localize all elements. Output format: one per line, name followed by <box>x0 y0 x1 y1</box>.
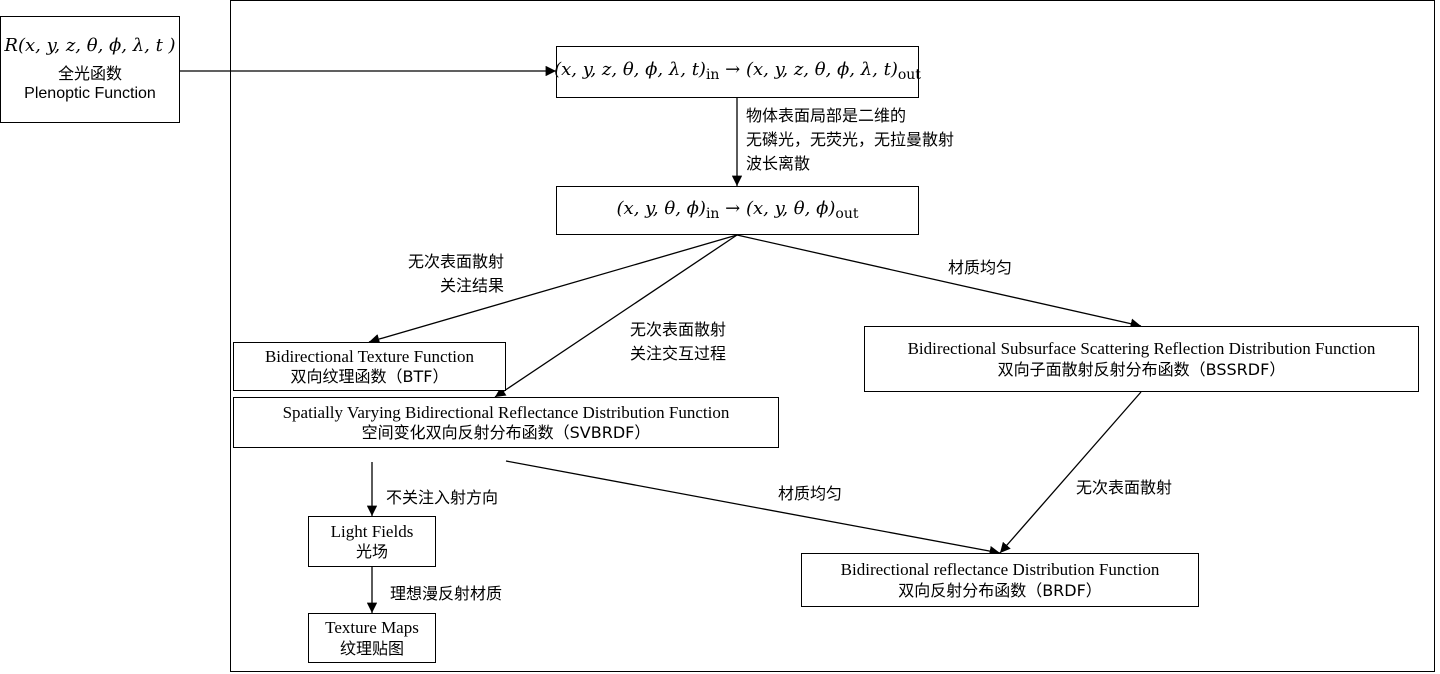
seven-d-box: (x, y, z, θ, ϕ, λ, t)in → (x, y, z, θ, ϕ… <box>554 46 921 98</box>
btf-box: Bidirectional Texture Function 双向纹理函数（BT… <box>233 342 506 391</box>
label-btf-condition: 无次表面散射 关注结果 <box>408 250 504 298</box>
texture-maps-zh: 纹理贴图 <box>339 638 404 658</box>
light-fields-zh: 光场 <box>355 542 388 562</box>
seven-d-right: (x, y, z, θ, ϕ, λ, t) <box>745 59 898 81</box>
four-d-left-sub: in <box>705 205 720 222</box>
brdf-box: Bidirectional reflectance Distribution F… <box>801 553 1199 607</box>
seven-d-left: (x, y, z, θ, ϕ, λ, t) <box>554 59 706 81</box>
label-svbrdf-condition: 无次表面散射 关注交互过程 <box>630 318 726 366</box>
texture-maps-en: Texture Maps <box>325 618 419 638</box>
label-surface-2d-line-3: 波长离散 <box>746 154 811 173</box>
label-brdf-from-svbrdf-line: 材质均匀 <box>778 484 843 503</box>
brdf-zh: 双向反射分布函数（BRDF） <box>898 580 1102 600</box>
label-bssrdf-cond-line: 材质均匀 <box>948 258 1013 277</box>
label-texture-condition: 理想漫反射材质 <box>390 582 502 606</box>
plenoptic-formula-fn: R <box>4 35 18 57</box>
brdf-en: Bidirectional reflectance Distribution F… <box>840 560 1160 580</box>
svbrdf-zh: 空间变化双向反射分布函数（SVBRDF） <box>361 423 651 443</box>
seven-d-arrow: → <box>719 59 746 81</box>
four-d-arrow: → <box>719 197 746 219</box>
label-lightfields-cond-line: 不关注入射方向 <box>386 488 499 507</box>
label-btf-cond-line-1: 无次表面散射 <box>408 252 505 271</box>
plenoptic-formula-args: (x, y, z, θ, ϕ, λ, t ) <box>17 35 176 57</box>
light-fields-box: Light Fields 光场 <box>308 516 436 567</box>
label-lightfields-condition: 不关注入射方向 <box>386 486 498 510</box>
four-d-formula: (x, y, θ, ϕ)in → (x, y, θ, ϕ)out <box>617 198 859 224</box>
label-surface-2d: 物体表面局部是二维的 无磷光，无荧光，无拉曼散射 波长离散 <box>746 104 954 176</box>
label-brdf-from-svbrdf: 材质均匀 <box>778 482 842 506</box>
btf-en: Bidirectional Texture Function <box>264 346 475 366</box>
label-brdf-from-bssrdf-line: 无次表面散射 <box>1076 478 1173 497</box>
svbrdf-box: Spatially Varying Bidirectional Reflecta… <box>233 397 779 448</box>
label-brdf-from-bssrdf: 无次表面散射 <box>1076 476 1172 500</box>
label-bssrdf-condition: 材质均匀 <box>948 256 1012 280</box>
four-d-box: (x, y, θ, ϕ)in → (x, y, θ, ϕ)out <box>556 186 919 235</box>
four-d-right: (x, y, θ, ϕ) <box>745 197 836 219</box>
plenoptic-en: Plenoptic Function <box>24 84 156 102</box>
plenoptic-function-box: R(x, y, z, θ, ϕ, λ, t ) 全光函数 Plenoptic F… <box>0 16 180 123</box>
label-svbrdf-cond-line-1: 无次表面散射 <box>630 320 727 339</box>
bssrdf-box: Bidirectional Subsurface Scattering Refl… <box>864 326 1419 392</box>
seven-d-right-sub: out <box>897 67 921 84</box>
plenoptic-formula: R(x, y, z, θ, ϕ, λ, t ) <box>4 35 175 58</box>
texture-maps-box: Texture Maps 纹理贴图 <box>308 613 436 663</box>
btf-zh: 双向纹理函数（BTF） <box>290 367 449 387</box>
label-surface-2d-line-2: 无磷光，无荧光，无拉曼散射 <box>746 130 955 149</box>
seven-d-left-sub: in <box>705 67 720 84</box>
bssrdf-en: Bidirectional Subsurface Scattering Refl… <box>907 339 1376 359</box>
four-d-right-sub: out <box>835 205 859 222</box>
label-texture-cond-line: 理想漫反射材质 <box>390 584 503 603</box>
label-surface-2d-line-1: 物体表面局部是二维的 <box>746 106 907 125</box>
bssrdf-zh: 双向子面散射反射分布函数（BSSRDF） <box>997 359 1286 379</box>
diagram-frame <box>230 0 1435 672</box>
plenoptic-zh: 全光函数 <box>57 63 122 83</box>
light-fields-en: Light Fields <box>330 521 414 541</box>
seven-d-formula: (x, y, z, θ, ϕ, λ, t)in → (x, y, z, θ, ϕ… <box>554 59 921 85</box>
label-svbrdf-cond-line-2: 关注交互过程 <box>630 344 727 363</box>
label-btf-cond-line-2: 关注结果 <box>440 276 505 295</box>
svbrdf-en: Spatially Varying Bidirectional Reflecta… <box>282 402 730 422</box>
four-d-left: (x, y, θ, ϕ) <box>616 197 706 219</box>
